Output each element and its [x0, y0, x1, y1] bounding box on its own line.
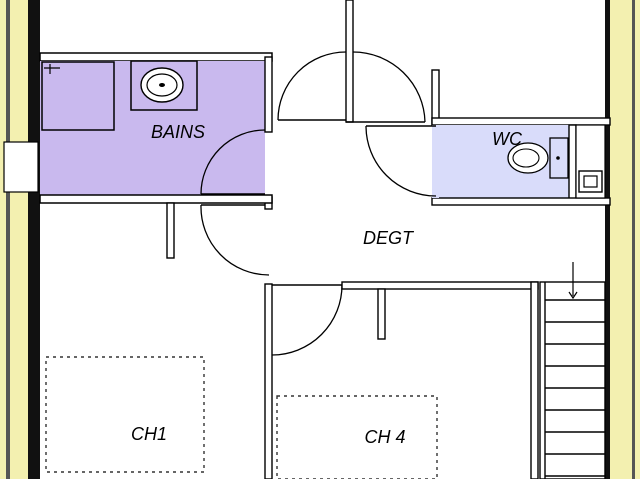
duct-inner [583, 175, 598, 188]
exterior-wall-right-edge [632, 0, 635, 479]
room-label-degt: DEGT [363, 228, 415, 248]
top-left-door-swing [277, 51, 347, 121]
top-right-door-swing [352, 51, 426, 123]
ch4-right-wall [530, 281, 539, 479]
exterior-wall-left [0, 0, 32, 479]
hall-top-wall [345, 0, 354, 123]
wc-bottom-wall [431, 197, 611, 206]
window-left [3, 141, 39, 193]
ch4-top-wall [341, 281, 539, 290]
toilet-seat [512, 148, 540, 168]
ch1-door-swing [200, 204, 270, 276]
washbasin-inner [146, 73, 178, 97]
ch4-wall-stub [377, 288, 386, 340]
shower-tray [41, 61, 115, 131]
wc-door-swing [365, 125, 437, 197]
bath-top-wall [39, 52, 273, 62]
room-label-wc: WC [492, 129, 523, 149]
washbasin-drain [159, 83, 165, 87]
wc-door-opening [432, 125, 439, 198]
wc-left-wall-upper [431, 69, 440, 125]
exterior-wall-right-inner [605, 0, 610, 479]
bath-right-wall [264, 56, 273, 133]
shower-tap [44, 64, 60, 74]
ch4-door-swing [271, 284, 343, 356]
staircase [539, 262, 606, 479]
toilet-flush [556, 156, 560, 160]
bath-door-swing [200, 129, 266, 195]
room-label-ch1: CH1 [131, 424, 167, 444]
wc-right-wall [568, 124, 577, 201]
exterior-wall-left-edge [6, 0, 10, 479]
bath-bottom-wall [39, 194, 273, 204]
ch4-bed-outline [276, 395, 438, 479]
wc-top-wall [431, 117, 611, 126]
ch1-upper-wall [166, 202, 175, 259]
room-label-bains: BAINS [151, 122, 205, 142]
ch1-right-wall [264, 283, 273, 479]
ch1-bed-outline [45, 356, 205, 473]
room-label-ch4: CH 4 [364, 427, 405, 447]
exterior-wall-left-inner [28, 0, 40, 479]
stair-arrow-icon [568, 262, 578, 300]
stair-well [539, 281, 606, 479]
